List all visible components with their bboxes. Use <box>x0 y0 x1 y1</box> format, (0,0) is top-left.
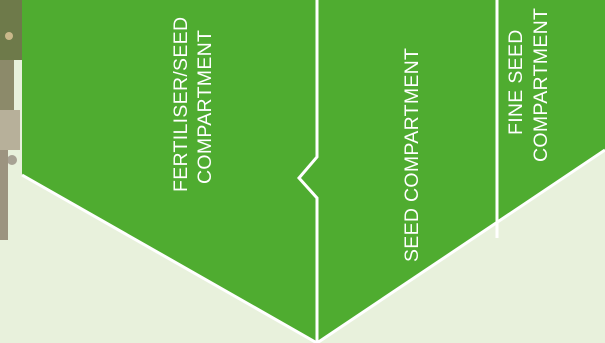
compartment-seed: SEED COMPARTMENT <box>401 48 423 262</box>
compartment-label-line1: FERTILISER/SEED <box>170 17 192 192</box>
compartment-label-line1: FINE SEED <box>505 29 527 135</box>
compartment-fertiliser-seed: FERTILISER/SEED COMPARTMENT <box>170 17 216 192</box>
divider-left <box>297 0 319 343</box>
compartment-label-line2: COMPARTMENT <box>194 30 216 184</box>
hopper-outline <box>21 148 605 343</box>
compartment-label-line2: COMPARTMENT <box>530 8 552 162</box>
compartment-fine-seed: FINE SEED COMPARTMENT <box>505 8 552 162</box>
machine-photo-edge <box>0 0 22 240</box>
compartment-label-line1: SEED COMPARTMENT <box>401 48 423 262</box>
